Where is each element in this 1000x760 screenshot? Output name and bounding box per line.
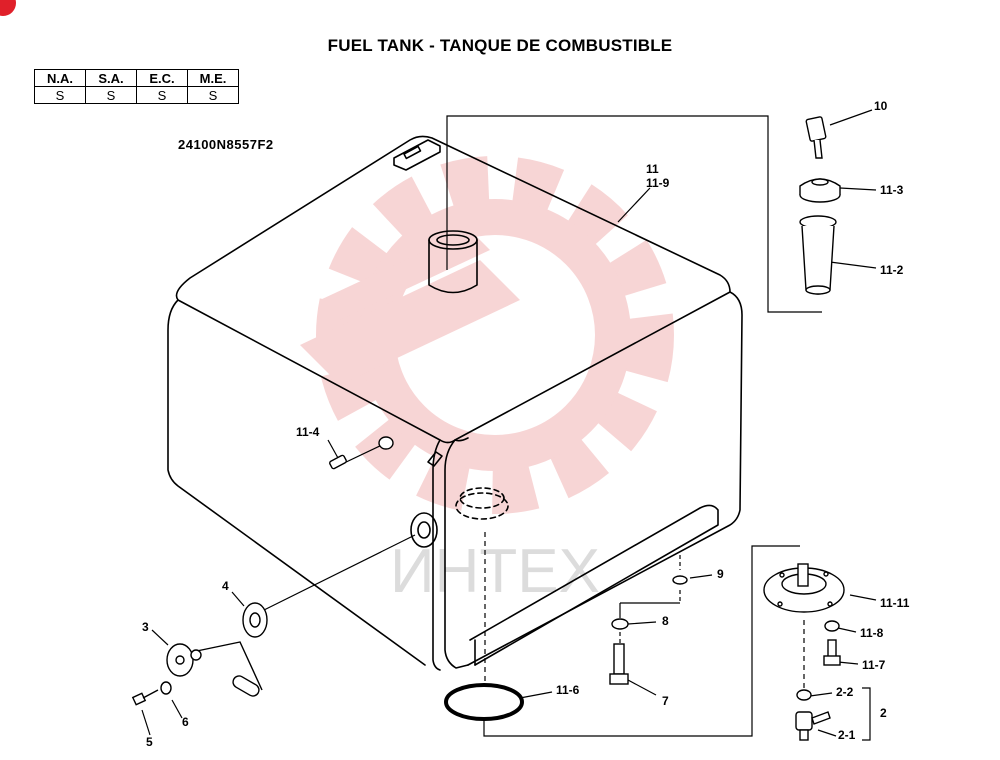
callout-11-2: 11-2 xyxy=(880,263,904,277)
drawing-code: 24100N8557F2 xyxy=(178,137,274,152)
tank-right-edge xyxy=(467,291,743,666)
drain-cock xyxy=(795,711,831,741)
watermark-gear-logo xyxy=(300,156,674,514)
callout-3: 3 xyxy=(142,620,149,634)
callout-6: 6 xyxy=(182,715,189,729)
o-ring xyxy=(444,683,524,721)
callout-5: 5 xyxy=(146,735,153,749)
callout-11-8: 11-8 xyxy=(860,626,884,640)
washer-11-8 xyxy=(824,620,840,632)
page-title: FUEL TANK - TANQUE DE COMBUSTIBLE xyxy=(327,36,673,55)
fuel-gauge-unit xyxy=(166,641,263,697)
value-sa: S xyxy=(85,86,137,104)
fuel-strainer xyxy=(799,215,837,295)
callout-2-1: 2-1 xyxy=(838,728,856,742)
filler-cap xyxy=(799,178,841,203)
callout-11-7: 11-7 xyxy=(862,658,886,672)
corner-badge xyxy=(0,0,16,16)
applicability-table: N.A. S.A. E.C. M.E. S S S S xyxy=(34,69,239,104)
drain-plug xyxy=(329,436,394,470)
bolt-11-7 xyxy=(823,639,841,666)
washer-9 xyxy=(672,575,688,585)
filler-neck xyxy=(428,230,478,294)
washer-8 xyxy=(611,618,629,630)
gauge-gasket xyxy=(242,602,268,638)
drain-flange xyxy=(763,563,845,613)
key-part xyxy=(805,116,827,159)
header-sa: S.A. xyxy=(85,69,137,87)
callout-11-9: 11-9 xyxy=(646,176,670,190)
washer-2-2 xyxy=(796,689,812,701)
tank-corner-edge xyxy=(444,439,469,669)
callout-2: 2 xyxy=(880,706,887,720)
side-mount-boss xyxy=(410,512,438,548)
tank-front-edge xyxy=(167,299,426,666)
tank-top-lug xyxy=(393,139,441,171)
callout-11-6: 11-6 xyxy=(556,683,580,697)
callout-8: 8 xyxy=(662,614,669,628)
watermark-text: ИНТЕХ xyxy=(390,537,600,606)
callout-4: 4 xyxy=(222,579,229,593)
gauge-mount-opening xyxy=(455,492,509,520)
callout-9: 9 xyxy=(717,567,724,581)
gauge-bolt xyxy=(131,681,172,706)
leader-ring-bracket xyxy=(483,545,800,737)
value-me: S xyxy=(187,86,239,104)
callout-7: 7 xyxy=(662,694,669,708)
bolt-7 xyxy=(609,643,629,685)
value-na: S xyxy=(34,86,86,104)
callout-11-4: 11-4 xyxy=(296,425,320,439)
callout-11-11: 11-11 xyxy=(880,596,910,610)
leader-filler-group xyxy=(446,115,822,313)
callout-10: 10 xyxy=(874,99,888,113)
tank-bottom-rail xyxy=(469,504,719,666)
callout-11: 11 xyxy=(646,162,659,176)
callout-2-2: 2-2 xyxy=(836,685,854,699)
callout-11-3: 11-3 xyxy=(880,183,904,197)
